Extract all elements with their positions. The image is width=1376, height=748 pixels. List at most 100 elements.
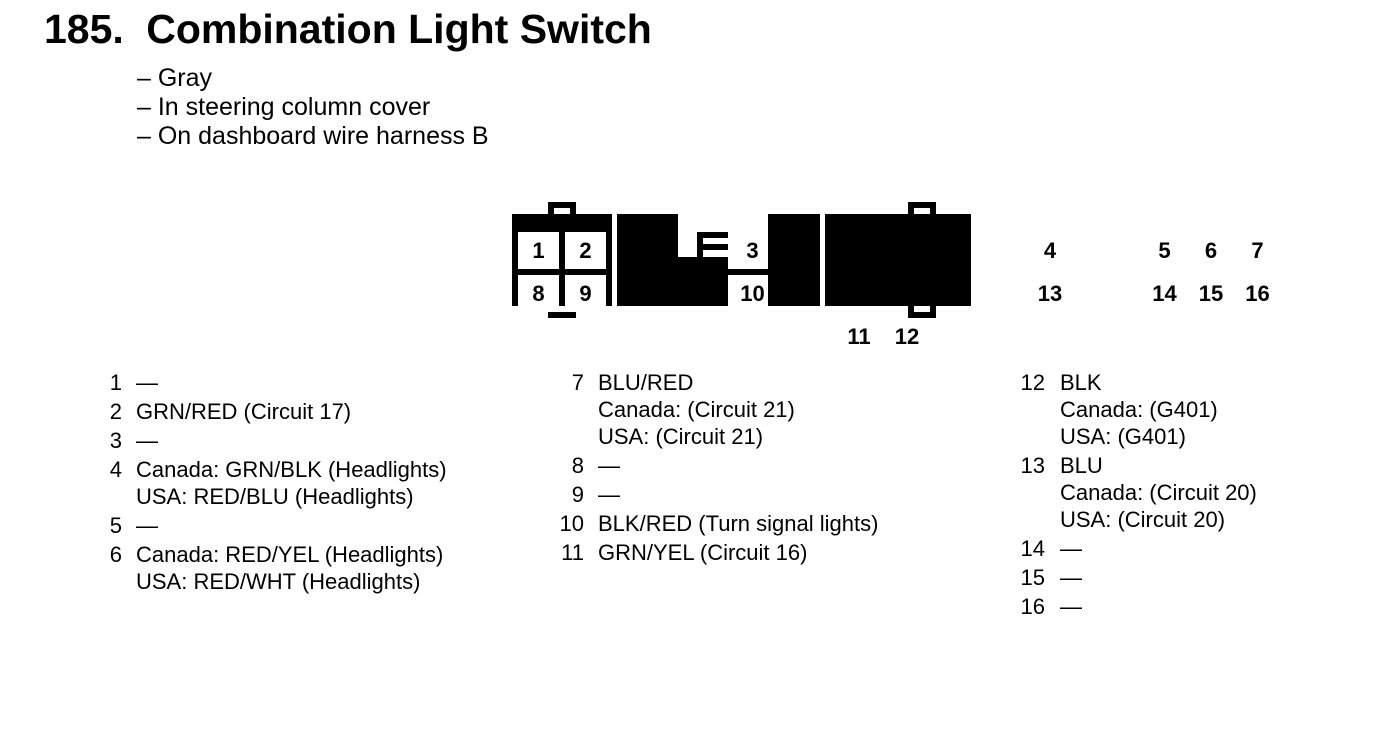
connector-section-left: 1 2 8 9 [512, 214, 612, 312]
pin-description-line: — [1060, 594, 1082, 619]
connector-diagram: 1 2 8 9 11 12 3 10 4 13 5 6 7 14 15 16 [512, 202, 1278, 355]
pin-cell-5: 5 [1144, 232, 1185, 269]
section-number: 185. [44, 6, 124, 52]
pin-number: 11 [561, 540, 584, 565]
pin-legend-column-2: 7 BLU/RED Canada: (Circuit 21) USA: (Cir… [552, 369, 879, 568]
connector-section-middle-right: 4 13 [768, 214, 1070, 312]
pin-description-line: — [1060, 565, 1082, 590]
pin-item-10: 10 BLK/RED (Turn signal lights) [552, 510, 879, 537]
pin-item-11: 11 GRN/YEL (Circuit 16) [552, 539, 878, 566]
pin-legend-column-1: 1 — 2 GRN/RED (Circuit 17) 3 — 4 Canada:… [100, 369, 447, 597]
pin-item-12: 12 BLK Canada: (G401) USA: (G401) [1013, 369, 1257, 450]
pin-description-line: Canada: (Circuit 20) [1060, 480, 1257, 505]
pin-cell-7: 7 [1237, 232, 1278, 269]
pin-item-2: 2 GRN/RED (Circuit 17) [100, 398, 447, 425]
pin-description-line: BLK [1060, 370, 1102, 395]
connector-latch-bar [703, 244, 743, 250]
pin-description-line: GRN/RED (Circuit 17) [136, 399, 352, 424]
pin-item-7: 7 BLU/RED Canada: (Circuit 21) USA: (Cir… [552, 369, 878, 450]
pin-number: 6 [109, 542, 122, 567]
note-line-color: – Gray [137, 64, 213, 92]
pin-legend-column-3: 12 BLK Canada: (G401) USA: (G401) 13 BLU… [1013, 369, 1257, 622]
pin-number: 1 [109, 370, 122, 395]
section-title: Combination Light Switch [146, 6, 652, 52]
pin-item-6: 6 Canada: RED/YEL (Headlights) USA: RED/… [100, 541, 447, 595]
pin-description-line: Canada: RED/YEL (Headlights) [136, 542, 444, 567]
pin-description-line: — [598, 482, 620, 507]
note-line-location: – In steering column cover [137, 93, 431, 121]
pin-description: GRN/YEL (Circuit 16) [598, 539, 807, 566]
pin-description-line: BLU [1060, 453, 1103, 478]
pin-description: — [598, 452, 620, 479]
pin-number: 2 [109, 399, 122, 424]
pin-cell-16: 16 [1237, 275, 1278, 312]
pin-description: BLU Canada: (Circuit 20) USA: (Circuit 2… [1060, 452, 1257, 533]
pin-item-1: 1 — [100, 369, 447, 396]
pin-description-line: — [136, 428, 158, 453]
pin-number: 7 [571, 370, 584, 395]
pin-description: BLK Canada: (G401) USA: (G401) [1060, 369, 1218, 450]
pin-number: 13 [1020, 453, 1045, 478]
pin-item-9: 9 — [552, 481, 878, 508]
pin-number: 16 [1020, 594, 1045, 619]
pin-cell-12: 12 [886, 318, 928, 355]
pin-description: — [1060, 535, 1082, 562]
pin-item-13: 13 BLU Canada: (Circuit 20) USA: (Circui… [1013, 452, 1257, 533]
page-title: 185. Combination Light Switch [44, 6, 652, 53]
pin-cell-14: 14 [1144, 275, 1185, 312]
pin-description-line: — [598, 453, 620, 478]
pin-description-line: — [136, 513, 158, 538]
pin-description: Canada: GRN/BLK (Headlights) USA: RED/BL… [136, 456, 447, 510]
pin-cell-6: 6 [1191, 232, 1231, 269]
pin-number: 12 [1020, 370, 1045, 395]
pin-description: — [1060, 593, 1082, 620]
pin-description: — [598, 481, 620, 508]
pin-item-5: 5 — [100, 512, 447, 539]
pin-item-3: 3 — [100, 427, 447, 454]
pin-number: 15 [1020, 565, 1045, 590]
pin-number: 10 [559, 511, 584, 536]
pin-cell-15: 15 [1191, 275, 1231, 312]
pin-number: 3 [109, 428, 122, 453]
pin-description: BLU/RED Canada: (Circuit 21) USA: (Circu… [598, 369, 795, 450]
notes-list: – Gray – In steering column cover – On d… [137, 64, 489, 151]
pin-cell-9: 9 [565, 275, 606, 312]
connector-section-right: 5 6 7 14 15 16 [825, 214, 1278, 312]
connector-section-middle-low: 11 12 [672, 257, 928, 355]
pin-cell-8: 8 [518, 275, 559, 312]
pin-description: — [136, 427, 158, 454]
pin-description-line: — [1060, 536, 1082, 561]
pin-cell-4: 4 [1030, 232, 1070, 269]
pin-description: — [1060, 564, 1082, 591]
pin-description-line: USA: RED/BLU (Headlights) [136, 484, 414, 509]
pin-number: 14 [1020, 536, 1045, 561]
pin-description: BLK/RED (Turn signal lights) [598, 510, 878, 537]
pin-description-line: GRN/YEL (Circuit 16) [598, 540, 808, 565]
pin-description: — [136, 369, 158, 396]
connector-section-middle-left: 3 10 [617, 214, 777, 312]
pin-description: — [136, 512, 158, 539]
pin-description-line: BLK/RED (Turn signal lights) [598, 511, 879, 536]
pin-description-line: BLU/RED [598, 370, 694, 395]
pin-cell-1: 1 [518, 232, 559, 269]
pin-description: Canada: RED/YEL (Headlights) USA: RED/WH… [136, 541, 443, 595]
pin-number: 5 [109, 513, 122, 538]
pin-description-line: USA: (Circuit 21) [598, 424, 764, 449]
pin-number: 4 [109, 457, 122, 482]
pin-item-16: 16 — [1013, 593, 1257, 620]
pin-item-14: 14 — [1013, 535, 1257, 562]
pin-cell-11: 11 [838, 318, 880, 355]
pin-cell-2: 2 [565, 232, 606, 269]
note-line-harness: – On dashboard wire harness B [137, 122, 489, 150]
pin-description: GRN/RED (Circuit 17) [136, 398, 351, 425]
pin-description-line: USA: RED/WHT (Headlights) [136, 569, 421, 594]
pin-description-line: Canada: (Circuit 21) [598, 397, 795, 422]
pin-item-15: 15 — [1013, 564, 1257, 591]
pin-item-4: 4 Canada: GRN/BLK (Headlights) USA: RED/… [100, 456, 447, 510]
pin-description-line: Canada: (G401) [1060, 397, 1218, 422]
pin-number: 8 [571, 453, 584, 478]
pin-description-line: Canada: GRN/BLK (Headlights) [136, 457, 447, 482]
pin-description-line: USA: (Circuit 20) [1060, 507, 1226, 532]
pin-number: 9 [571, 482, 584, 507]
